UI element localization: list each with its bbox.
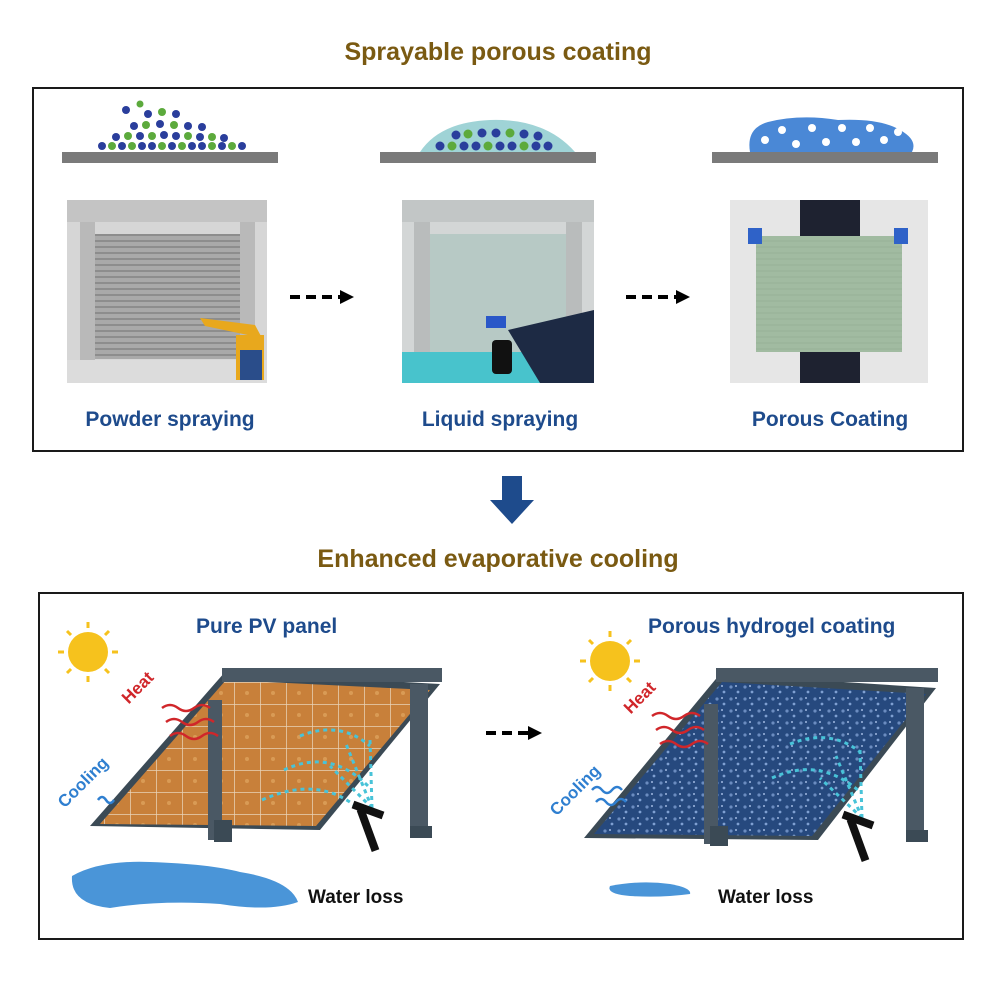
liquid-spraying-photo <box>402 200 594 383</box>
cooling-arrow <box>96 795 116 805</box>
top-title: Sprayable porous coating <box>344 38 652 66</box>
hydrogel-panel-scene <box>580 631 938 897</box>
pv-panel-scene <box>58 622 442 908</box>
top-process-box <box>32 87 964 452</box>
bottom-comparison-box <box>38 592 964 940</box>
water-puddle-small <box>609 882 691 897</box>
step-arrow-2 <box>626 290 690 304</box>
powder-particles <box>98 100 246 150</box>
comparison-arrow <box>486 726 542 740</box>
powder-spraying-photo <box>67 200 267 383</box>
caption-liquid-spraying: Liquid spraying <box>421 408 579 431</box>
sprinkler-icon <box>351 800 385 853</box>
pv-water-loss-label: Water loss <box>308 887 404 908</box>
porous-coating-illustration <box>712 117 938 163</box>
porous-coating-photo <box>730 200 928 383</box>
sun-icon <box>58 622 118 682</box>
heat-arrows <box>651 711 709 749</box>
hydrogel-panel-title: Porous hydrogel coating <box>648 615 896 638</box>
heat-arrows <box>161 703 219 741</box>
cooling-arrows <box>591 785 627 807</box>
water-puddle-large <box>71 861 299 908</box>
caption-porous-coating: Porous Coating <box>751 408 909 431</box>
sun-icon <box>580 631 640 691</box>
down-arrow <box>490 476 534 524</box>
powder-illustration <box>62 100 278 163</box>
step-arrow-1 <box>290 290 354 304</box>
sprinkler-icon <box>841 810 875 863</box>
caption-powder-spraying: Powder spraying <box>85 408 255 431</box>
liquid-illustration <box>380 119 596 163</box>
pv-panel-title: Pure PV panel <box>196 615 338 638</box>
hydrogel-water-loss-label: Water loss <box>718 887 814 908</box>
bottom-title: Enhanced evaporative cooling <box>317 545 679 573</box>
